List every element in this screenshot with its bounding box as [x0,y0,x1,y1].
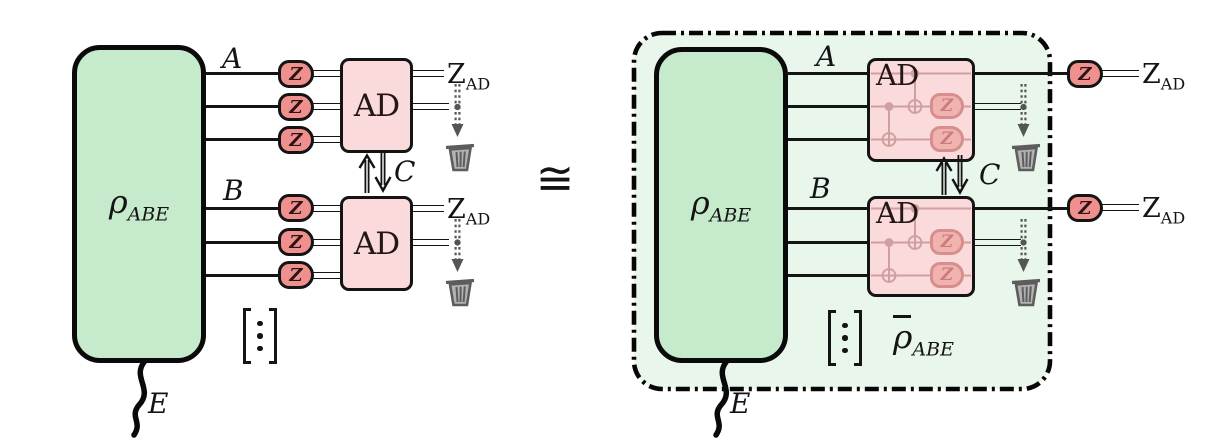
wire-out [973,72,1068,75]
zad-output-label: ZAD [1142,193,1186,228]
equivalence-symbol: ≅ [535,151,575,205]
averaged-state-label: ρABE [893,315,954,361]
zad-output-label: ZAD [1142,59,1186,94]
state-label: ρABE [690,183,752,227]
z-meter: Z [278,194,314,222]
classical-wire-discard [973,239,1021,246]
ad-label: AD [353,87,400,124]
z-meter: Z [278,93,314,121]
state-rho-abe: ρABE [72,45,206,363]
ad-label: AD [353,225,400,262]
wire-a3 [788,138,869,141]
classical-wire [313,272,342,279]
classical-wire-discard [973,103,1021,110]
classical-wire-zad [411,205,444,212]
wire-out [973,207,1068,210]
port-label-e: E [730,387,751,420]
port-label-a: A [222,42,243,75]
wire-a2 [788,105,869,108]
z-meter: Z [1067,60,1103,88]
wire-b3 [788,274,869,277]
channel-c-arrows [935,155,969,195]
z-meter-faded: Z [930,93,964,119]
wire-a1 [206,72,280,75]
ad-box-top: AD [340,58,413,153]
wire-b3 [206,274,280,277]
state-label: ρABE [108,182,170,226]
trash-icon [1011,143,1041,172]
zad-output-label: ZAD [447,194,491,229]
classical-wire-discard [411,239,449,246]
wire-e-squiggle [131,358,148,438]
discard-arrow [1017,84,1030,137]
channel-c-arrows [358,152,392,193]
port-label-a: A [816,40,837,73]
classical-wire-zad [1101,204,1139,211]
port-label-c: C [394,155,416,188]
classical-wire-zad [1101,70,1139,77]
classical-wire-discard [411,103,449,110]
discard-arrow [1017,219,1030,272]
z-meter-faded: Z [930,126,964,152]
state-rho-abe: ρABE [654,47,788,363]
wire-b2 [206,241,280,244]
z-meter: Z [278,60,314,88]
wire-a2 [206,105,280,108]
wire-e-squiggle [713,358,730,438]
z-meter: Z [1067,194,1103,222]
wire-b2 [788,241,869,244]
trash-icon [1011,278,1041,307]
classical-wire [313,103,342,110]
classical-wire [313,205,342,212]
discard-arrow [451,219,464,272]
z-meter: Z [278,261,314,289]
z-meter-faded: Z [930,229,964,255]
port-label-e: E [148,387,169,420]
ad-label: AD [876,58,919,92]
wire-a1 [788,72,869,75]
ad-label: AD [876,196,919,230]
trash-icon [445,278,475,307]
z-meter: Z [278,228,314,256]
z-meter-faded: Z [930,262,964,288]
ad-box-bottom: AD [340,196,413,291]
z-meter: Z [278,126,314,154]
port-label-b: B [810,172,831,205]
classical-wire [313,136,342,143]
port-label-c: C [979,158,1001,191]
classical-wire [313,70,342,77]
ellipsis-bracket: ⋮ [243,308,277,364]
port-label-b: B [223,174,244,207]
wire-b1 [206,207,280,210]
zad-output-label: ZAD [447,59,491,94]
wire-b1 [788,207,869,210]
classical-wire [313,239,342,246]
trash-icon [445,143,475,172]
ellipsis-bracket: ⋮ [828,310,862,366]
discard-arrow [451,84,464,137]
wire-a3 [206,138,280,141]
classical-wire-zad [411,70,444,77]
